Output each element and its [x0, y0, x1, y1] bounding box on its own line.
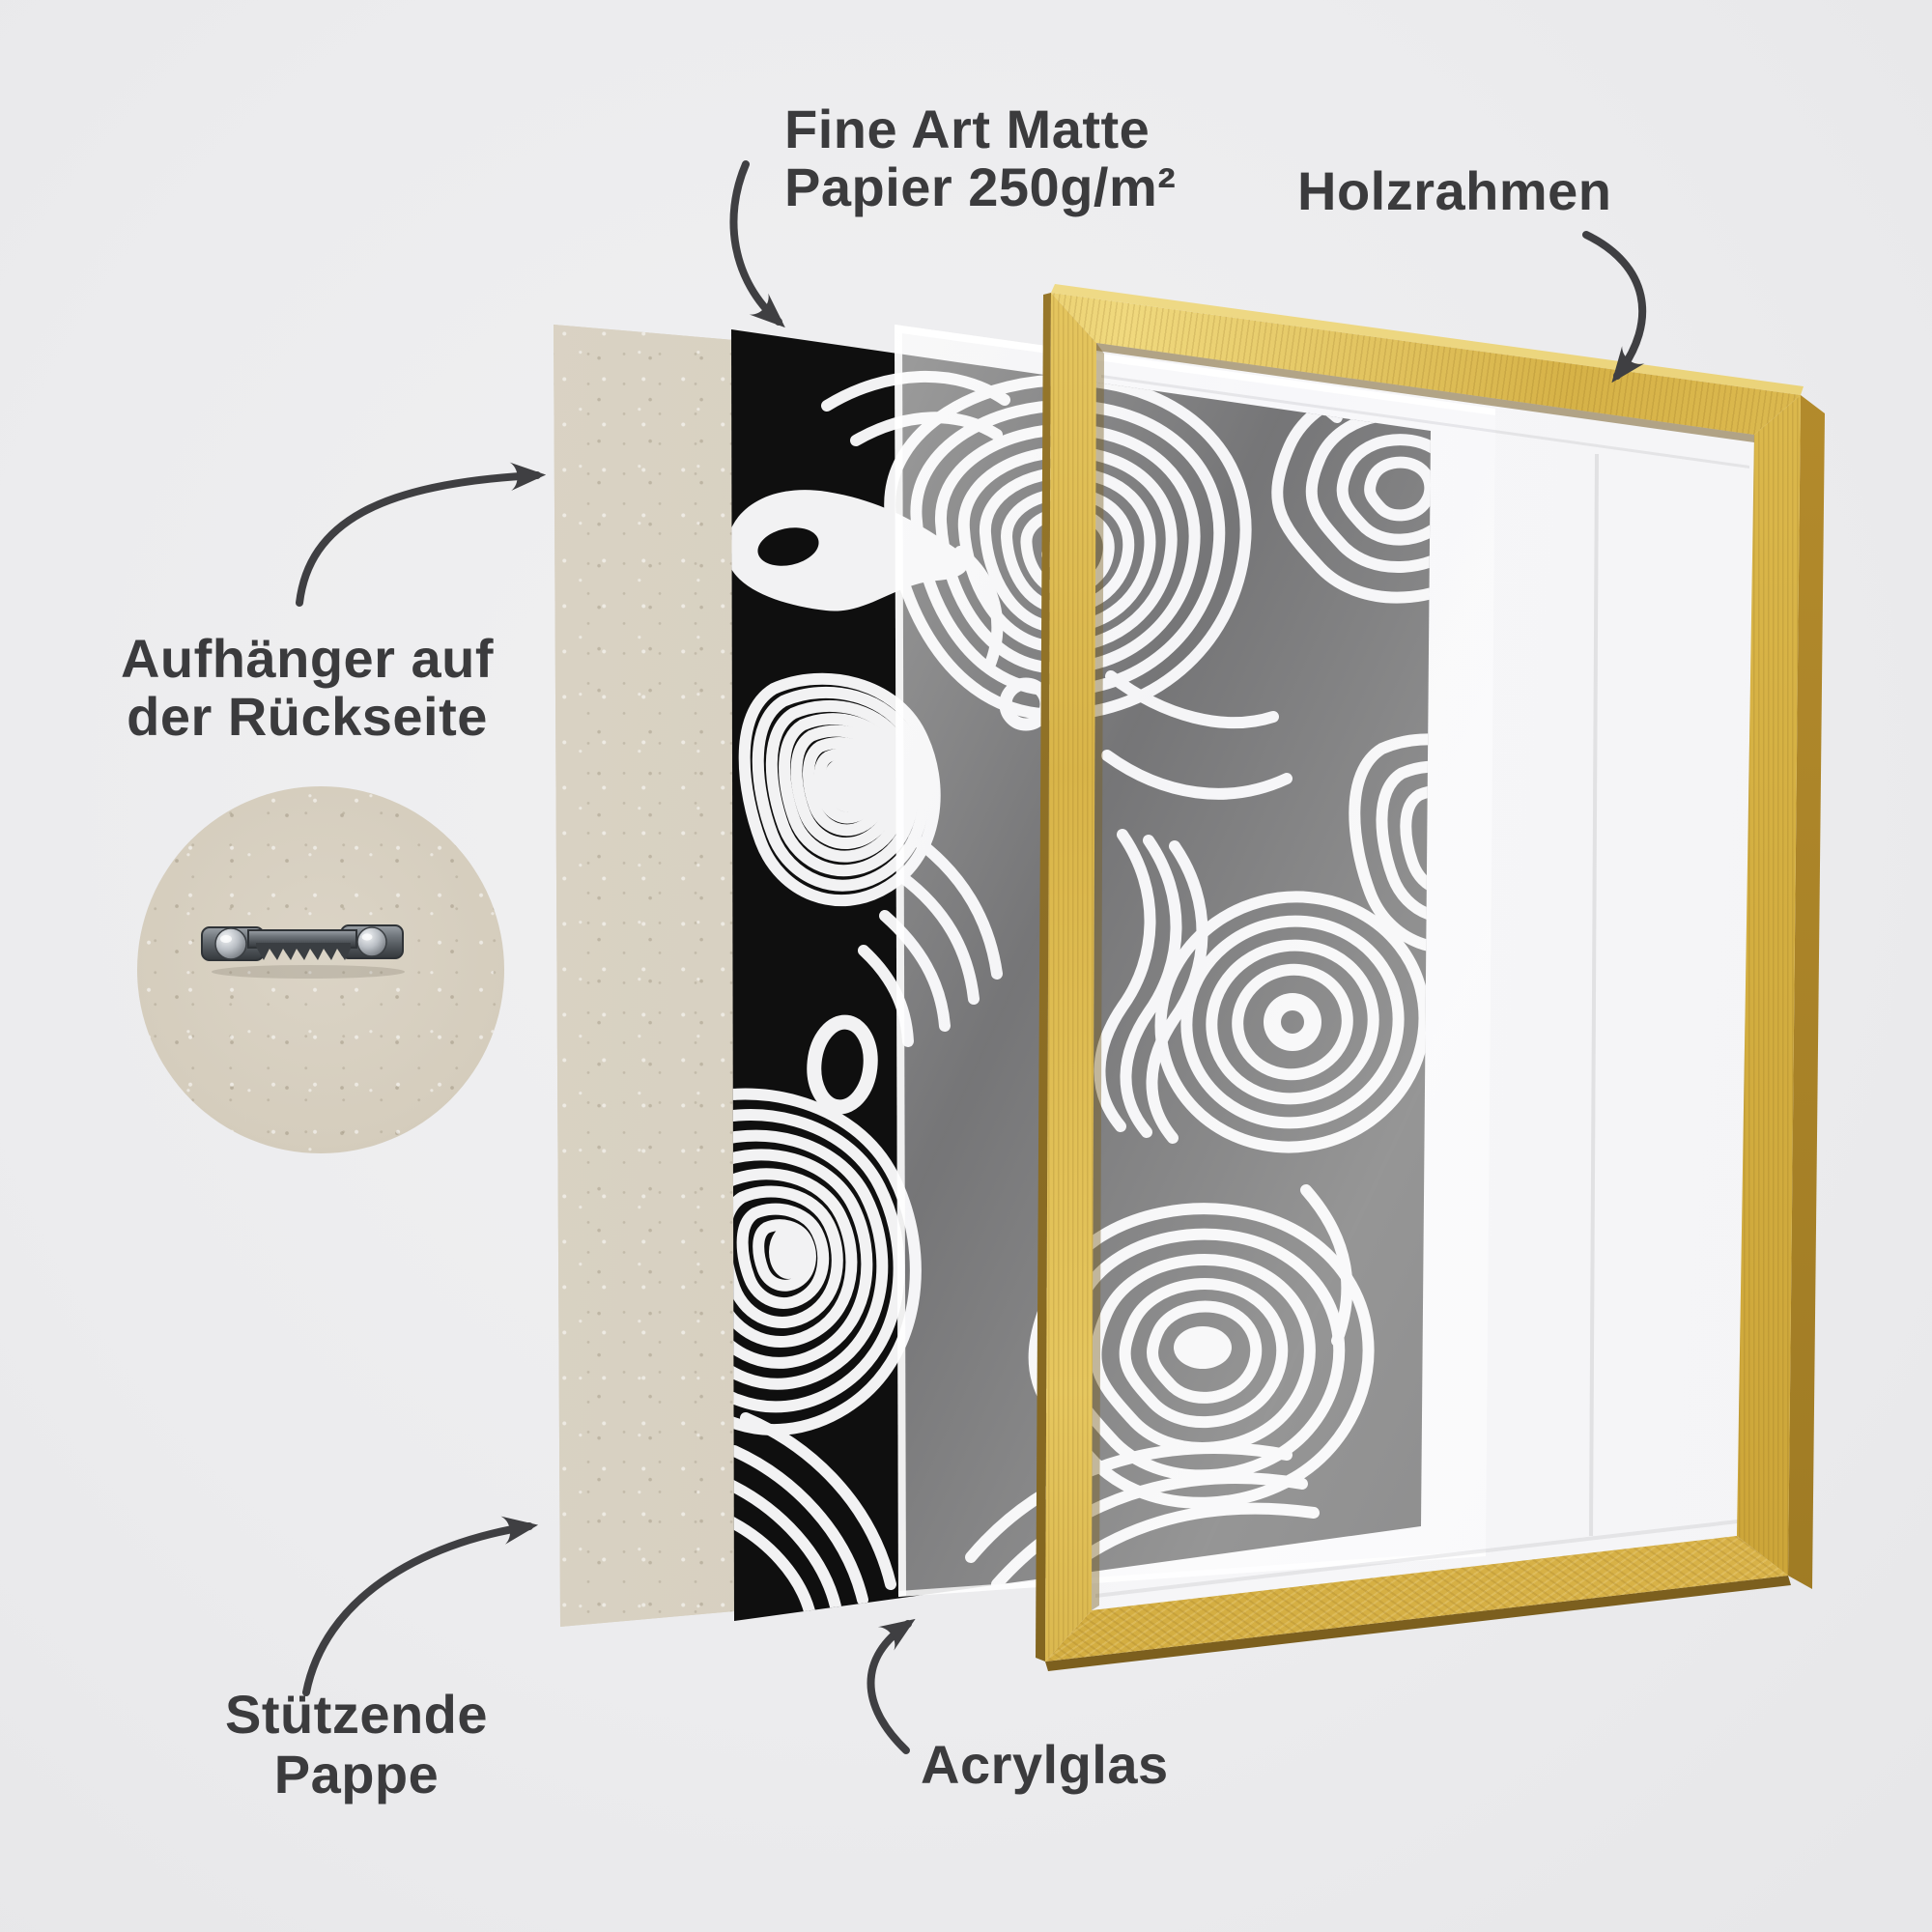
label-fine-art-paper-line2: Papier 250g/m²: [784, 156, 1177, 217]
label-fine-art-paper-line1: Fine Art Matte: [784, 99, 1151, 159]
curved-arrow-icon-to-glass: [867, 1618, 916, 1754]
curved-arrow-icon-to-frame: [1582, 231, 1647, 384]
label-holzrahmen-text: Holzrahmen: [1297, 160, 1612, 221]
label-acrylglas: Acrylglas: [921, 1736, 1169, 1794]
label-aufhaenger: Aufhänger auf der Rückseite: [89, 630, 526, 746]
curved-arrow-icon-to-paper: [729, 160, 785, 328]
label-acrylglas-text: Acrylglas: [921, 1734, 1169, 1795]
label-stuetzende-pappe-line2: Pappe: [273, 1744, 440, 1804]
label-fine-art-paper: Fine Art Matte Papier 250g/m²: [784, 100, 1176, 216]
label-stuetzende-pappe-line1: Stützende: [224, 1684, 489, 1745]
label-stuetzende-pappe: Stützende Pappe: [138, 1685, 575, 1804]
label-aufhaenger-line2: der Rückseite: [127, 686, 488, 747]
label-aufhaenger-line1: Aufhänger auf: [120, 628, 495, 689]
hanger-detail-inset: [137, 786, 504, 1153]
label-holzrahmen: Holzrahmen: [1297, 162, 1612, 220]
curved-arrow-icon-to-cardboard: [296, 462, 547, 607]
sawtooth-hanger-icon: [201, 924, 405, 979]
curved-arrow-icon-to-backing: [302, 1516, 539, 1696]
